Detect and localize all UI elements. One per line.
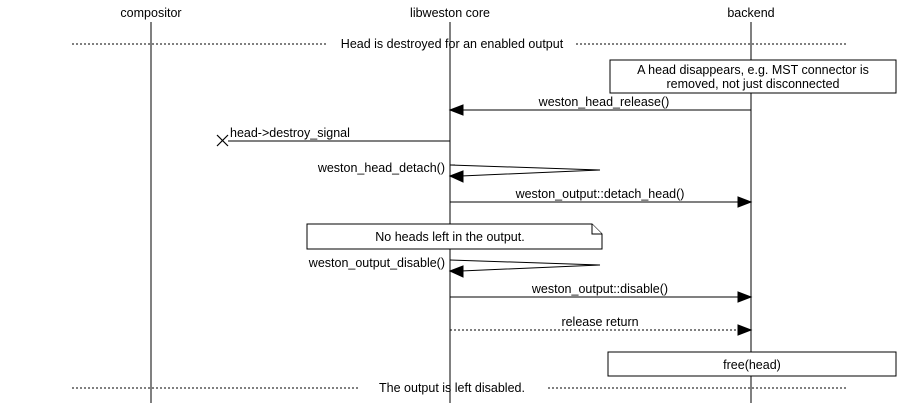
message-label-weston-output-disable: weston_output::disable() [531, 282, 668, 296]
message-label-head-destroy-signal: head->destroy_signal [230, 126, 350, 140]
separator-label-bottom: The output is left disabled. [379, 381, 525, 395]
note-fold-corner-no-heads [591, 224, 602, 235]
arrow-head-weston-output-detach-head [737, 196, 753, 208]
arrow-head-weston-head-detach [448, 170, 464, 183]
self-loop-path-weston-head-detach [449, 164, 601, 177]
lifeline-title-backend: backend [727, 6, 774, 20]
note-mst-line2: removed, not just disconnected [666, 77, 839, 91]
note-box-free-head [607, 351, 897, 377]
lifeline-title-compositor: compositor [120, 6, 181, 20]
note-box-no-heads [306, 223, 603, 250]
arrow-head-release-return [737, 324, 753, 336]
note-free-head-label: free(head) [723, 358, 781, 372]
message-label-weston-head-detach: weston_head_detach() [317, 161, 445, 175]
note-box-mst [609, 59, 897, 94]
message-label-weston-head-release: weston_head_release() [538, 95, 670, 109]
arrow-head-weston-head-release [448, 104, 464, 116]
lifeline-title-libweston-core: libweston core [410, 6, 490, 20]
message-label-release-return: release return [561, 315, 638, 329]
arrow-head-weston-output-disable [737, 291, 753, 303]
note-no-heads-label: No heads left in the output. [375, 230, 524, 244]
terminator-x-icon-part2 [216, 134, 229, 147]
self-loop-path-weston-output-disable [449, 259, 601, 272]
message-label-weston-output-detach-head: weston_output::detach_head() [515, 187, 685, 201]
note-mst-line1: A head disappears, e.g. MST connector is [637, 63, 869, 77]
arrow-head-weston-output-disable-call [448, 265, 464, 278]
message-label-weston-output-disable-call: weston_output_disable() [308, 256, 445, 270]
separator-label-top: Head is destroyed for an enabled output [341, 37, 564, 51]
